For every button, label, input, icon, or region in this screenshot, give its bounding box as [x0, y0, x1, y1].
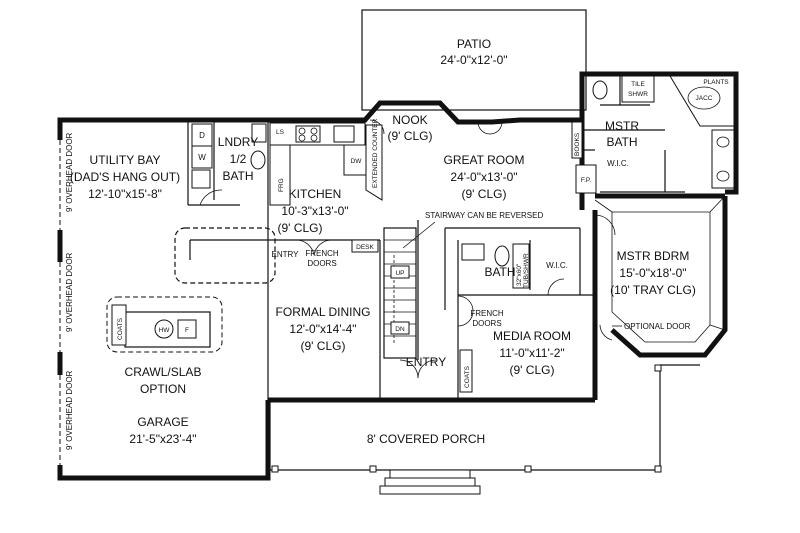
- nook-label: NOOK: [392, 113, 427, 127]
- interior-walls: [174, 74, 726, 400]
- laundry-fixtures: D W: [191, 123, 267, 189]
- great-room-dims: 24'-0"x13'-0": [450, 170, 517, 184]
- nook-clg: (9' CLG): [388, 129, 433, 143]
- patio: PATIO 24'-0"x12'-0": [361, 9, 587, 111]
- fp-label: F.P.: [581, 177, 592, 184]
- desk: DESK: [351, 239, 379, 253]
- plants-label: PLANTS: [703, 79, 729, 86]
- laundry-sub2: BATH: [222, 169, 253, 183]
- exterior-walls: [57, 71, 739, 481]
- tub-shwr-label: TUB/SHWR: [523, 253, 530, 288]
- room-labels: NOOK (9' CLG) GREAT ROOM 24'-0"x13'-0" (…: [70, 113, 696, 446]
- hw-label: HW: [159, 327, 171, 334]
- garage-label: GARAGE: [137, 415, 188, 429]
- kitchen-dims: 10'-3"x13'-0": [281, 204, 348, 218]
- plan-notes: STAIRWAY CAN BE REVERSED OPTIONAL DOOR F…: [272, 211, 691, 393]
- bath-wic-label: W.I.C.: [546, 261, 568, 270]
- formal-dining-clg: (9' CLG): [301, 339, 346, 353]
- jacc-label: JACC: [696, 95, 713, 102]
- ls-label: LS: [276, 129, 285, 136]
- mstr-bdrm-dims: 15'-0"x18'-0": [619, 266, 686, 280]
- washer-label: W: [198, 153, 206, 162]
- bath-fixtures: 32"x60" TUB/SHWR: [461, 243, 530, 289]
- crawl-label: CRAWL/SLAB: [125, 365, 202, 379]
- optional-door-note: OPTIONAL DOOR: [624, 322, 691, 331]
- overhead-door-label-3: 9' OVERHEAD DOOR: [65, 370, 74, 450]
- great-room-built-ins: BOOKS F.P.: [571, 121, 597, 194]
- mstr-bath-label: MSTR: [605, 119, 639, 133]
- stairway-note: STAIRWAY CAN BE REVERSED: [425, 211, 543, 220]
- overhead-doors: 9' OVERHEAD DOOR 9' OVERHEAD DOOR 9' OVE…: [57, 132, 74, 465]
- entry-label-main: ENTRY: [406, 355, 446, 369]
- dryer-label: D: [199, 131, 205, 140]
- mstr-wic-label: W.I.C.: [607, 159, 629, 168]
- patio-dims: 24'-0"x12'-0": [440, 53, 507, 67]
- utility-bay-label: UTILITY BAY: [90, 153, 161, 167]
- french-doors-media-2: DOORS: [472, 319, 501, 328]
- tub-shwr-size-label: 32"x60": [516, 263, 523, 286]
- mstr-bdrm-clg: (10' TRAY CLG): [610, 283, 696, 297]
- overhead-door-label-2: 9' OVERHEAD DOOR: [65, 252, 74, 332]
- french-doors-dining-2: DOORS: [307, 259, 336, 268]
- mechanical: COATS HW F: [106, 296, 223, 353]
- kitchen-fixtures: DW LS FRG EXTENDED COUNTER: [269, 118, 383, 206]
- porch-label: 8' COVERED PORCH: [367, 432, 485, 446]
- formal-dining-dims: 12'-0"x14'-4": [289, 322, 356, 336]
- coats-label-garage: COATS: [117, 317, 124, 340]
- kitchen-clg: (9' CLG): [278, 221, 323, 235]
- utility-bay-dims: 12'-10"x15'-8": [88, 187, 162, 201]
- frg-label: FRG: [278, 178, 285, 192]
- bath-label: BATH: [484, 265, 515, 279]
- books-label: BOOKS: [574, 132, 581, 156]
- stair-up-label: UP: [395, 270, 404, 277]
- formal-dining-label: FORMAL DINING: [276, 305, 371, 319]
- mstr-bdrm-label: MSTR BDRM: [617, 249, 690, 263]
- master-bath-fixtures: TILE SHWR JACC PLANTS: [592, 75, 735, 189]
- patio-label: PATIO: [457, 37, 491, 51]
- stairs: UP DN: [383, 221, 436, 359]
- stair-dn-label: DN: [395, 326, 405, 333]
- great-room-label: GREAT ROOM: [444, 153, 525, 167]
- entry-label-side: ENTRY: [272, 250, 300, 259]
- garage-dims: 21'-5"x23'-4": [129, 432, 196, 446]
- extended-counter-label: EXTENDED COUNTER: [372, 118, 379, 188]
- shwr-label: SHWR: [628, 91, 648, 98]
- porch: [269, 364, 700, 495]
- great-room-clg: (9' CLG): [462, 187, 507, 201]
- media-room-dims: 11'-0"x11'-2": [499, 346, 564, 360]
- utility-bay-sub: (DAD'S HANG OUT): [70, 170, 180, 184]
- mstr-bath-sub: BATH: [606, 135, 637, 149]
- door-swings: [199, 119, 616, 379]
- dw-label: DW: [351, 158, 363, 165]
- tile-label: TILE: [631, 81, 645, 88]
- desk-label: DESK: [356, 244, 374, 251]
- kitchen-label: KITCHEN: [289, 187, 342, 201]
- laundry-sub1: 1/2: [230, 152, 247, 166]
- furnace-label: F: [185, 327, 189, 334]
- media-room-clg: (9' CLG): [510, 363, 555, 377]
- crawl-sub: OPTION: [140, 382, 186, 396]
- french-doors-dining-1: FRENCH: [305, 249, 339, 258]
- french-doors-media-1: FRENCH: [470, 309, 504, 318]
- coats-label-entry: COATS: [464, 365, 471, 388]
- overhead-door-label-1: 9' OVERHEAD DOOR: [65, 132, 74, 212]
- media-room-label: MEDIA ROOM: [493, 329, 571, 343]
- laundry-label: LNDRY: [218, 135, 258, 149]
